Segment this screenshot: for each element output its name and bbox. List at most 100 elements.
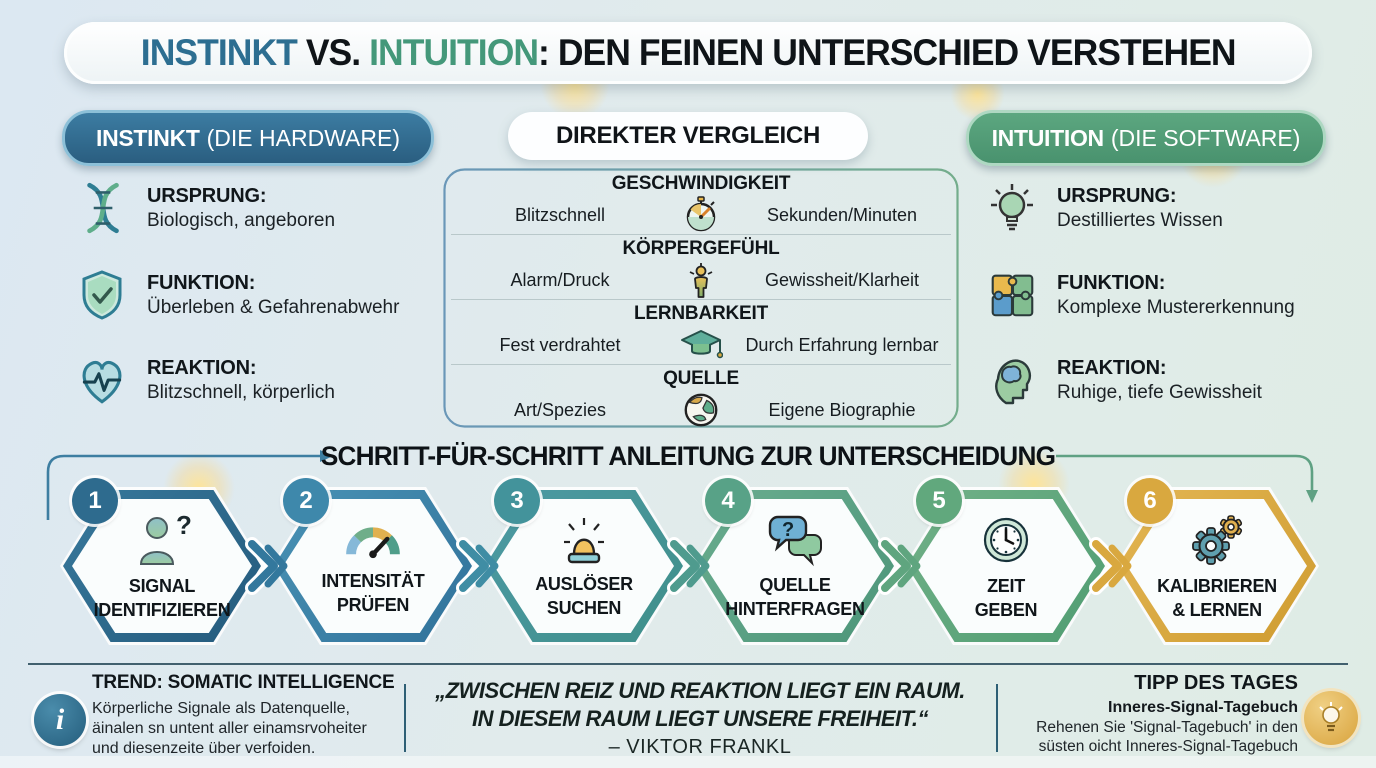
- heart-pulse-icon: [72, 350, 132, 410]
- trend-line: äinalen sn untent aller einamsrvoheiter: [92, 720, 367, 737]
- lightbulb-icon: [982, 178, 1042, 238]
- tipp-line: süsten oicht Inneres-Signal-Tagebuch: [1038, 738, 1298, 755]
- step-number-badge: 1: [72, 478, 118, 524]
- tipp-block: TIPP DES TAGES Inneres-Signal-Tagebuch R…: [998, 672, 1298, 756]
- item-value: Blitzschnell, körperlich: [147, 381, 335, 403]
- step-4-hexagon: ? QUELLE HINTERFRAGEN 4: [693, 478, 897, 645]
- step-label: PRÜFEN: [336, 594, 410, 615]
- row-category: QUELLE: [663, 368, 739, 389]
- bottom-highlight-strip: [0, 756, 1376, 768]
- instinkt-item-funktion: FUNKTION: Überleben & Gefahrenabwehr: [72, 265, 442, 325]
- body-feeling-icon: [669, 260, 733, 300]
- item-label: FUNKTION:: [147, 271, 256, 294]
- comparison-row: GESCHWINDIGKEIT Blitzschnell: [451, 170, 951, 235]
- row-right-value: Durch Erfahrung lernbar: [745, 334, 939, 355]
- intuition-item-funktion: FUNKTION: Komplexe Mustererkennung: [982, 265, 1342, 325]
- step-number-badge: 5: [916, 478, 962, 524]
- row-category: LERNBARKEIT: [634, 303, 768, 324]
- intuition-item-reaktion: REAKTION: Ruhige, tiefe Gewissheit: [982, 350, 1342, 410]
- instinkt-header-pill: INSTINKT (DIE HARDWARE): [62, 110, 434, 166]
- item-label: FUNKTION:: [1057, 271, 1166, 294]
- step-label: & LERNEN: [1172, 599, 1262, 620]
- lightbulb-tip-icon: [1304, 691, 1358, 745]
- item-label: URSPRUNG:: [147, 184, 267, 207]
- dna-icon: [72, 178, 132, 238]
- row-right-value: Sekunden/Minuten: [766, 204, 918, 225]
- row-left-value: Blitzschnell: [514, 204, 606, 225]
- step-number-badge: 6: [1127, 478, 1173, 524]
- chevron-arrow-icon: [456, 537, 499, 595]
- trend-heading: TREND: SOMATIC INTELLIGENCE: [92, 672, 395, 693]
- trend-body: Körperliche Signale als Datenquelle, äin…: [92, 699, 367, 759]
- item-value: Biologisch, angeboren: [147, 209, 336, 231]
- trend-line: und diesenzeite über verfoiden.: [92, 740, 316, 757]
- row-left-value: Fest verdrahtet: [499, 334, 621, 355]
- footer-column-divider: [996, 684, 998, 752]
- instinkt-header-bold: INSTINKT: [95, 124, 200, 151]
- chevron-arrow-icon: [878, 537, 921, 595]
- step-label: IDENTIFIZIEREN: [93, 599, 231, 620]
- tipp-heading: TIPP DES TAGES: [1134, 672, 1298, 694]
- intuition-item-ursprung: URSPRUNG: Destilliertes Wissen: [982, 178, 1342, 238]
- step-label: QUELLE: [759, 575, 831, 596]
- chevron-arrow-icon: [245, 537, 288, 595]
- graduation-cap-icon: [669, 325, 733, 365]
- title-rest: : DEN FEINEN UNTERSCHIED VERSTEHEN: [537, 32, 1237, 73]
- item-label: REAKTION:: [147, 356, 257, 379]
- quote-block: „ZWISCHEN REIZ UND REAKTION LIEGT EIN RA…: [412, 677, 988, 759]
- row-right-value: Gewissheit/Klarheit: [764, 269, 920, 290]
- footer-divider: [28, 663, 1348, 665]
- step-label: HINTERFRAGEN: [725, 598, 865, 619]
- step-label: AUSLÖSER: [535, 574, 633, 595]
- item-value: Ruhige, tiefe Gewissheit: [1057, 381, 1262, 403]
- footer-column-divider: [404, 684, 406, 752]
- steps-title: SCHRITT-FÜR-SCHRITT ANLEITUNG ZUR UNTERS…: [320, 441, 1056, 471]
- item-value: Destilliertes Wissen: [1057, 209, 1223, 231]
- step-label: ZEIT: [987, 576, 1025, 597]
- title-banner: INSTINKT VS. INTUITION: DEN FEINEN UNTER…: [64, 22, 1312, 84]
- quote-line: IN DIESEM RAUM LIEGT UNSERE FREIHEIT.“: [471, 706, 929, 731]
- step-number-badge: 4: [705, 478, 751, 524]
- shield-check-icon: [72, 265, 132, 325]
- item-value: Komplexe Mustererkennung: [1057, 296, 1295, 318]
- row-left-value: Alarm/Druck: [510, 269, 610, 290]
- title-intuition: INTUITION: [368, 32, 539, 73]
- chevron-arrow-icon: [1089, 537, 1132, 595]
- chevron-arrow-icon: [667, 537, 710, 595]
- step-label: GEBEN: [974, 599, 1038, 620]
- vergleich-header: DIREKTER VERGLEICH: [556, 122, 820, 149]
- row-category: KÖRPERGEFÜHL: [622, 238, 780, 259]
- svg-text:?: ?: [176, 512, 192, 540]
- step-label: INTENSITÄT: [321, 571, 425, 592]
- gauge-icon: [342, 517, 404, 568]
- head-brain-icon: [982, 350, 1042, 410]
- row-category: GESCHWINDIGKEIT: [611, 173, 791, 194]
- comparison-row: KÖRPERGEFÜHL Alarm/Druck: [451, 235, 951, 300]
- chat-question-icon: ?: [766, 513, 824, 572]
- title-instinkt: INSTINKT: [140, 32, 298, 73]
- step-label: SIGNAL: [128, 576, 196, 597]
- intuition-header-pill: INTUITION (DIE SOFTWARE): [966, 110, 1326, 166]
- comparison-row: QUELLE Art/Spezies Eigene Biographie: [451, 365, 951, 430]
- intuition-header-bold: INTUITION: [991, 124, 1105, 151]
- row-right-value: Eigene Biographie: [768, 399, 916, 420]
- step-3-hexagon: AUSLÖSER SUCHEN 3: [482, 478, 686, 645]
- person-question-icon: ?: [130, 510, 194, 573]
- step-number-badge: 3: [494, 478, 540, 524]
- instinkt-header-rest: (DIE HARDWARE): [206, 124, 401, 151]
- step-6-hexagon: KALIBRIEREN & LERNEN 6: [1115, 478, 1319, 645]
- step-2-hexagon: INTENSITÄT PRÜFEN 2: [271, 478, 475, 645]
- tipp-subheading: Inneres-Signal-Tagebuch: [1108, 699, 1298, 716]
- trend-line: Körperliche Signale als Datenquelle,: [92, 700, 350, 717]
- svg-text:?: ?: [782, 519, 794, 541]
- item-label: REAKTION:: [1057, 356, 1167, 379]
- comparison-border: [443, 168, 959, 428]
- siren-icon: [556, 514, 612, 571]
- item-value: Überleben & Gefahrenabwehr: [147, 296, 400, 318]
- globe-icon: [669, 390, 733, 430]
- step-1-hexagon: ? SIGNAL IDENTIFIZIEREN 1: [60, 478, 264, 645]
- comparison-box: GESCHWINDIGKEIT Blitzschnell: [443, 168, 959, 428]
- instinkt-item-ursprung: URSPRUNG: Biologisch, angeboren: [72, 178, 442, 238]
- gears-icon: [1187, 512, 1247, 573]
